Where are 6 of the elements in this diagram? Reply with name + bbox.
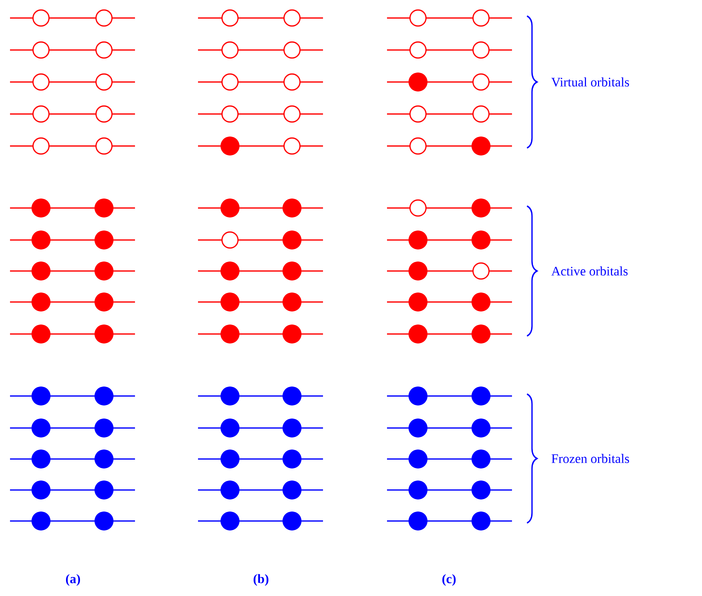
group-label: Active orbitals [551,266,628,276]
group-label: Virtual orbitals [551,77,630,87]
panel-label: (a) [66,574,80,586]
panel-label: (c) [442,574,456,586]
panel-label: (b) [254,574,268,586]
group-label: Frozen orbitals [552,454,630,464]
